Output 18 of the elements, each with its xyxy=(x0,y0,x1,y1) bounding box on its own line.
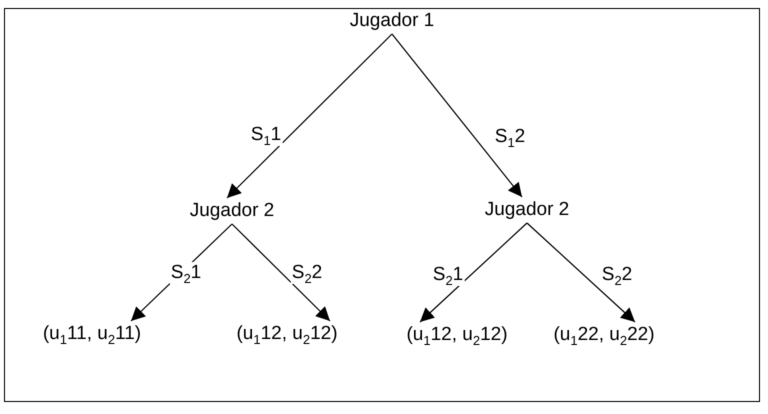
player-label: Jugador 1 xyxy=(350,10,434,32)
arrow xyxy=(232,224,330,322)
arrow xyxy=(392,34,522,198)
edge-label: S$_{2}$1 xyxy=(170,262,202,284)
payoff-label: (u$_{1}$11, u$_{2}$11) xyxy=(42,323,142,345)
arrow xyxy=(526,222,636,322)
player-label: Jugador 2 xyxy=(190,200,274,222)
payoff-label: (u$_{1}$12, u$_{2}$12) xyxy=(236,323,338,345)
arrow xyxy=(420,222,528,322)
payoff-label: (u$_{1}$12, u$_{2}$12) xyxy=(406,324,508,346)
payoff-label: (u$_{1}$22, u$_{2}$22) xyxy=(553,324,655,346)
edge-label: S$_{2}$2 xyxy=(600,264,634,286)
edge-label: S$_{2}$1 xyxy=(432,264,464,286)
arrow xyxy=(226,34,392,198)
player-label: Jugador 2 xyxy=(484,199,570,221)
edge-label: S$_{2}$2 xyxy=(290,262,324,284)
edge-label: S$_{1}$2 xyxy=(494,126,526,148)
edge-label: S$_{1}$1 xyxy=(250,124,282,146)
